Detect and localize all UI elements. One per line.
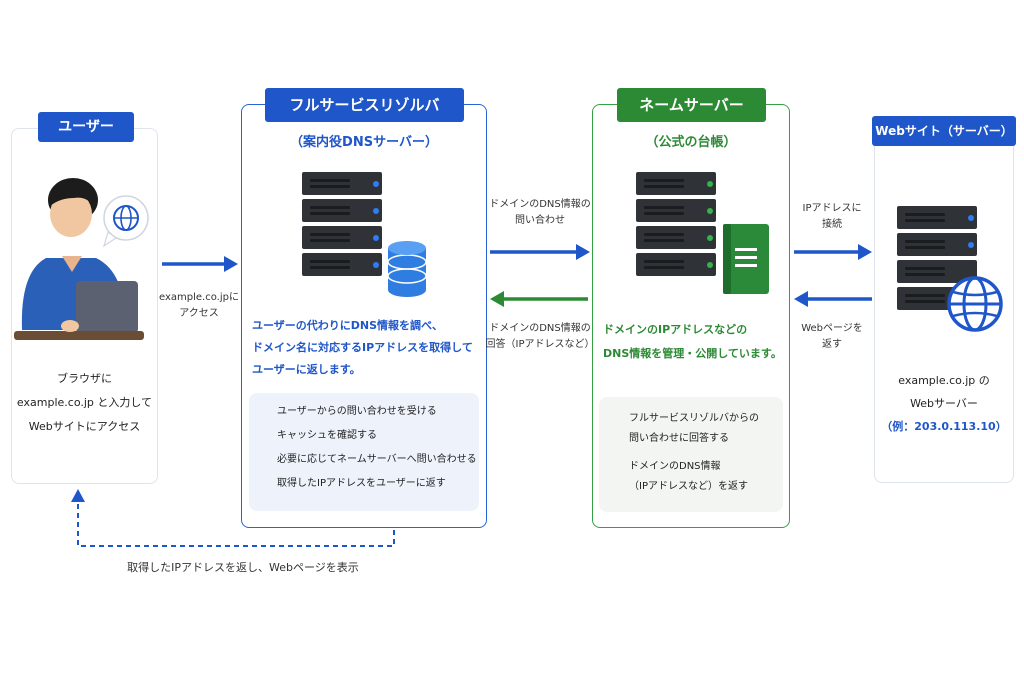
list-item: 必要に応じてネームサーバーへ問い合わせる — [277, 454, 477, 465]
arrow-to-website — [794, 244, 872, 260]
label-user-to-resolver: example.co.jpに アクセス — [159, 292, 239, 319]
resolver-description: ユーザーの代わりにDNS情報を調べ、 ドメイン名に対応するIPアドレスを取得して… — [252, 319, 473, 376]
label-resolver-to-nameserver: ドメインのDNS情報の 問い合わせ — [489, 199, 591, 226]
server-icon — [897, 206, 977, 310]
arrow-resolver-to-nameserver — [490, 244, 590, 260]
server-icon — [636, 172, 716, 276]
list-item: ドメインのDNS情報 （IPアドレスなど）を返す — [629, 461, 748, 492]
database-icon — [387, 241, 427, 297]
globe-icon — [947, 276, 1003, 332]
arrow-user-to-resolver — [162, 256, 238, 272]
resolver-tag: フルサービスリゾルバ — [265, 88, 464, 122]
arrow-from-website — [794, 291, 872, 307]
label-from-website: Webページを 返す — [801, 323, 863, 350]
resolver-subtitle: （案内役DNSサーバー） — [290, 135, 438, 150]
list-item: ユーザーからの問い合わせを受ける — [277, 406, 437, 417]
website-description: example.co.jp の Webサーバー （例：203.0.113.10） — [881, 374, 1007, 433]
resolver-steps: ユーザーからの問い合わせを受ける キャッシュを確認する 必要に応じてネームサーバ… — [249, 393, 479, 511]
nameserver-subtitle: （公式の台帳） — [645, 135, 737, 150]
nameserver-tag: ネームサーバー — [617, 88, 766, 122]
website-tag: Webサイト（サーバー） — [872, 116, 1016, 146]
book-icon — [723, 224, 769, 294]
user-description: ブラウザに example.co.jp と入力して Webサイトにアクセス — [16, 372, 153, 433]
nameserver-steps: フルサービスリゾルバからの 問い合わせに回答する ドメインのDNS情報 （IPア… — [599, 397, 783, 512]
label-return-to-user: 取得したIPアドレスを返し、Webページを表示 — [127, 561, 359, 574]
list-item: フルサービスリゾルバからの 問い合わせに回答する — [629, 413, 759, 444]
globe-icon — [102, 195, 149, 248]
label-nameserver-to-resolver: ドメインのDNS情報の 回答（IPアドレスなど） — [485, 323, 595, 350]
person-laptop-icon — [14, 178, 144, 340]
server-icon — [302, 172, 382, 276]
arrow-nameserver-to-resolver — [490, 291, 588, 307]
list-item: 取得したIPアドレスをユーザーに返す — [277, 478, 446, 489]
nameserver-description: ドメインのIPアドレスなどの DNS情報を管理・公開しています。 — [603, 323, 782, 360]
arrow-return-to-user — [71, 489, 395, 547]
list-item: キャッシュを確認する — [277, 430, 377, 441]
label-to-website: IPアドレスに 接続 — [802, 203, 862, 230]
user-tag: ユーザー — [38, 112, 134, 142]
